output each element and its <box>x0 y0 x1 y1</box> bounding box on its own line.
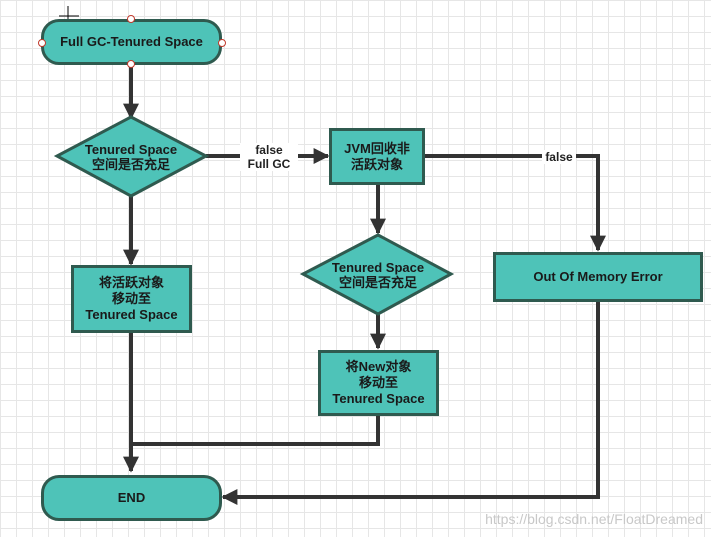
watermark: https://blog.csdn.net/FloatDreamed <box>485 511 703 527</box>
selection-handle-bottom[interactable] <box>127 60 135 68</box>
selection-handle-top[interactable] <box>127 15 135 23</box>
edge-movenew-to-end <box>131 416 380 446</box>
edge-label-d1-false: false Full GC <box>240 143 298 171</box>
edge-jvm-to-oom <box>424 154 606 252</box>
edge-oom-to-end <box>221 302 600 505</box>
move-survivors-node[interactable]: 将活跃对象 移动至 Tenured Space <box>71 265 192 333</box>
edge-label-jvm-false: false <box>542 150 576 164</box>
decision2-label: Tenured Space 空间是否充足 <box>331 260 425 290</box>
start-node[interactable]: Full GC-Tenured Space <box>41 19 222 65</box>
decision2-diamond <box>299 233 455 316</box>
selection-handle-right[interactable] <box>218 39 226 47</box>
decision1-diamond <box>53 115 210 198</box>
selection-handle-left[interactable] <box>38 39 46 47</box>
move-new-node[interactable]: 将New对象 移动至 Tenured Space <box>318 350 439 416</box>
oom-node[interactable]: Out Of Memory Error <box>493 252 703 302</box>
decision1-label: Tenured Space 空间是否充足 <box>84 142 178 172</box>
end-node[interactable]: END <box>41 475 222 521</box>
jvm-collect-node[interactable]: JVM回收非 活跃对象 <box>329 128 425 185</box>
